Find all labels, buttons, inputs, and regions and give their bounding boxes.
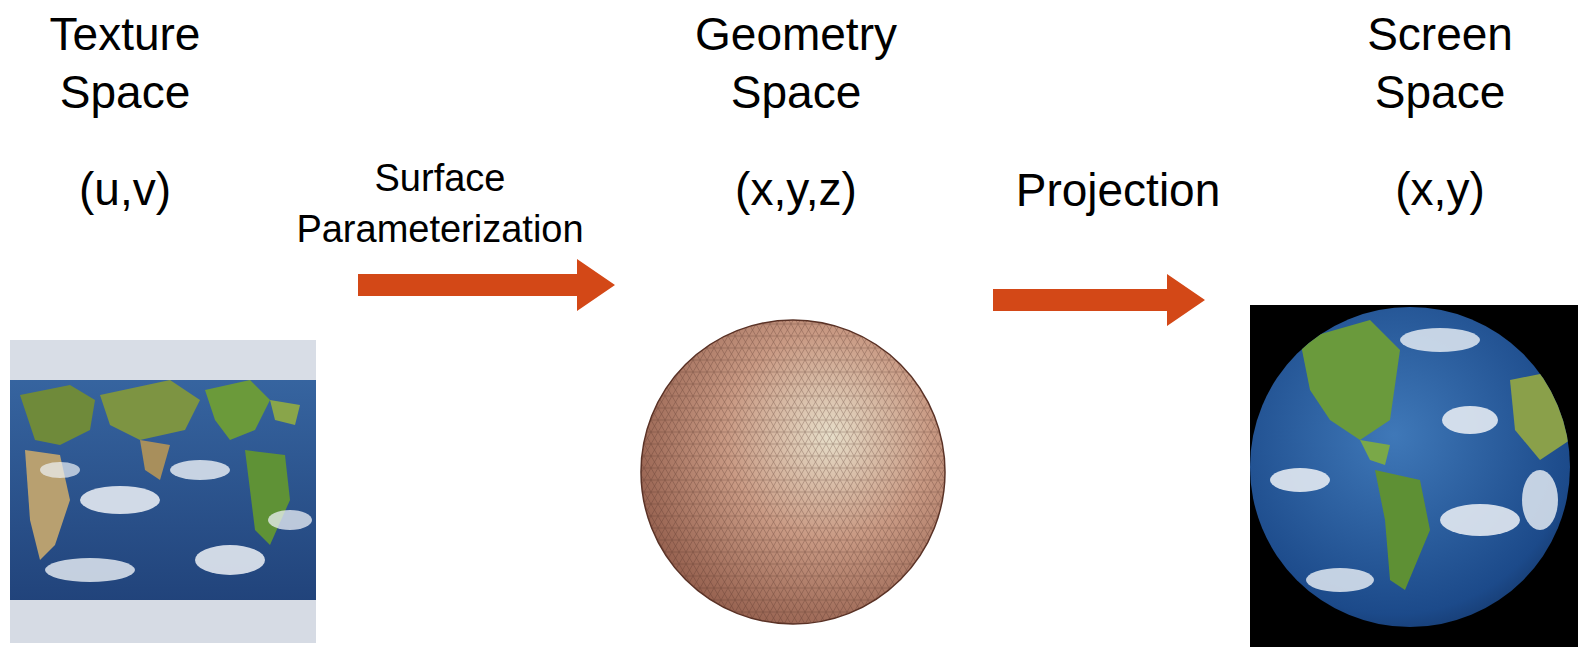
space-column: Screen Space (x,y) bbox=[1205, 0, 1578, 647]
space-heading: Geometry Space bbox=[676, 5, 916, 121]
coordinate-label: (u,v) bbox=[5, 160, 245, 218]
coordinate-label: (x,y) bbox=[1320, 160, 1560, 218]
arrow-label: Projection bbox=[998, 161, 1238, 219]
block-arrow bbox=[358, 259, 615, 311]
coordinate-label: (x,y,z) bbox=[676, 160, 916, 218]
rendered-earth bbox=[1250, 305, 1578, 647]
mesh-sphere bbox=[641, 320, 945, 624]
arrow-label: Surface Parameterization bbox=[270, 153, 610, 255]
space-heading: Screen Space bbox=[1320, 5, 1560, 121]
space-column: Geometry Space (x,y,z) bbox=[615, 0, 993, 647]
texture-map bbox=[10, 340, 316, 643]
space-column: Texture Space (u,v) bbox=[0, 0, 358, 647]
space-heading: Texture Space bbox=[5, 5, 245, 121]
block-arrow bbox=[993, 274, 1205, 326]
